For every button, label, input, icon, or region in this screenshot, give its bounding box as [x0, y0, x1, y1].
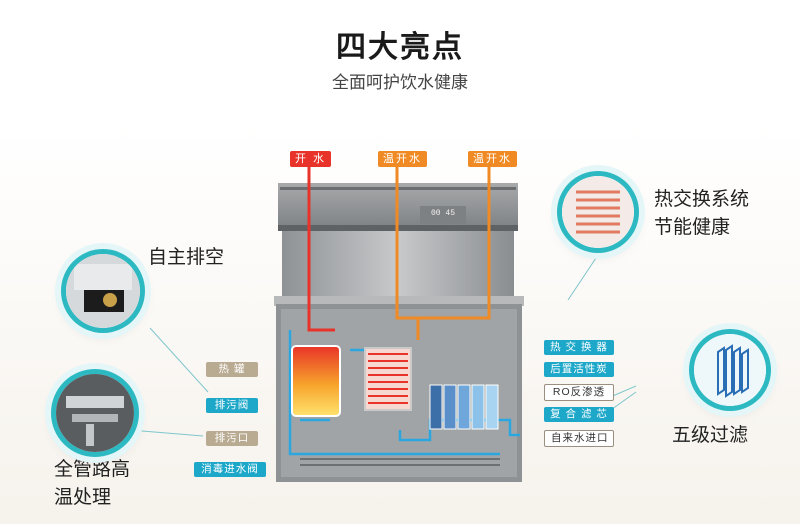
- feature-pipeline-line1: 全管路高: [54, 459, 131, 480]
- leader-lines: [129, 239, 637, 437]
- feature-pipeline-line2: 温处理: [54, 487, 112, 508]
- label-heat-tank: 热 罐: [206, 362, 258, 377]
- tag-boiling-water: 开 水: [290, 151, 332, 167]
- filter-layers-icon: [694, 334, 766, 406]
- heat-tank: [291, 345, 341, 417]
- page-subtitle: 全面呵护饮水健康: [332, 73, 468, 92]
- label-disinfect-inlet-valve: 消毒进水阀: [194, 462, 266, 477]
- feature-heat-exchange: 热交换系统 节能健康: [654, 186, 749, 242]
- pipeline-icon: [56, 374, 134, 452]
- filter-cartridges: [429, 384, 499, 430]
- page-title: 四大亮点: [336, 31, 464, 64]
- filtration-circle: [694, 334, 766, 406]
- feature-self-exhaust: 自主排空: [148, 247, 225, 268]
- warm-pipe-1: [395, 160, 420, 340]
- feature-heat-line1: 热交换系统: [654, 189, 750, 210]
- hot-pipe: [307, 160, 335, 332]
- feature-heat-line2: 节能健康: [654, 217, 731, 238]
- tag-warm-water-2: 温开水: [468, 151, 517, 167]
- label-tap-inlet: 自来水进口: [544, 430, 614, 447]
- warm-pipe-2: [418, 160, 491, 320]
- coil-icon: [562, 176, 634, 248]
- label-composite-filter: 复 合 滤 芯: [544, 407, 614, 422]
- self-exhaust-circle: [66, 254, 140, 328]
- tag-warm-water-1: 温开水: [378, 151, 427, 167]
- feature-filtration: 五级过滤: [672, 425, 749, 446]
- label-heat-exchanger: 热 交 换 器: [544, 340, 614, 355]
- pipe-valve-icon: [66, 254, 140, 328]
- heat-exchanger-coil: [364, 347, 412, 411]
- display-readout: 00 45: [430, 209, 455, 218]
- label-drain-outlet: 排污口: [206, 431, 258, 446]
- pipeline-circle: [56, 374, 134, 452]
- label-ro-membrane: RO反渗透: [544, 384, 614, 401]
- feature-pipeline-sterilize: 全管路高 温处理: [54, 456, 130, 512]
- label-drain-valve: 排污阀: [206, 398, 258, 413]
- heat-exchange-circle: [562, 176, 634, 248]
- label-post-carbon: 后置活性炭: [544, 362, 614, 377]
